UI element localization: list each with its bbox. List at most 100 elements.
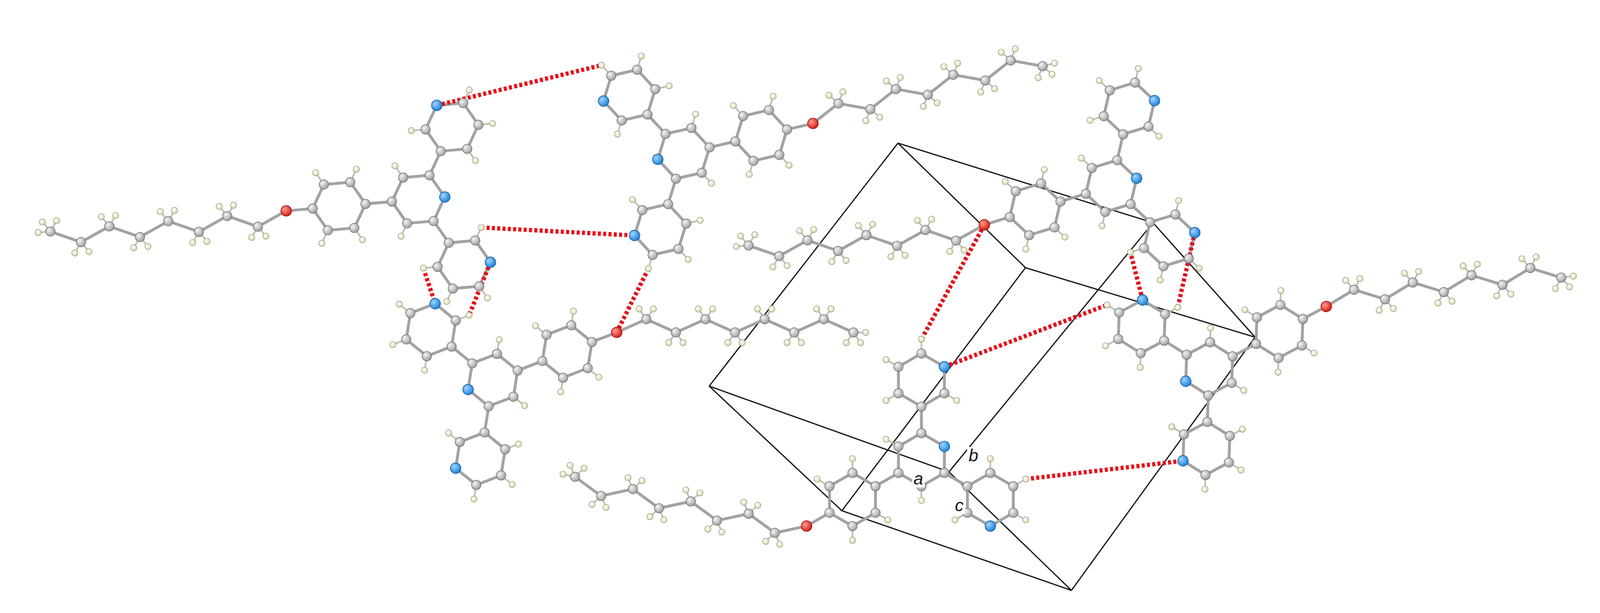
carbon-atom <box>405 308 415 318</box>
carbon-atom <box>1203 390 1214 400</box>
oxygen-atom <box>979 219 990 230</box>
hydrogen-atom <box>1207 324 1215 331</box>
hydrogen-atom <box>1474 260 1481 268</box>
carbon-atom <box>833 245 843 256</box>
hydrogen-atom <box>697 216 704 224</box>
carbon-atom <box>892 240 902 250</box>
carbon-atom <box>1037 61 1047 71</box>
hydrogen-atom <box>478 224 485 231</box>
carbon-atom <box>558 372 568 382</box>
carbon-atom <box>401 334 411 344</box>
carbon-atom <box>1439 286 1449 297</box>
hydrogen-bond <box>944 304 1108 367</box>
hydrogen-atom <box>521 402 529 409</box>
carbon-atom <box>1143 121 1153 131</box>
carbon-atom <box>985 467 995 478</box>
carbon-atom <box>916 401 927 411</box>
carbon-atom <box>848 521 858 531</box>
nitrogen-atom <box>1131 172 1142 184</box>
hydrogen-atom <box>849 536 856 544</box>
hydrogen-bond <box>1025 460 1183 479</box>
nitrogen-atom <box>985 520 996 532</box>
hydrogen-atom <box>887 253 895 260</box>
carbon-atom <box>916 428 927 438</box>
carbon-atom <box>1100 207 1111 217</box>
hydrogen-atom <box>1022 516 1030 523</box>
hydrogen-atom <box>885 516 892 523</box>
hydrogen-atom <box>1237 466 1245 474</box>
hydrogen-atom <box>855 222 862 229</box>
hydrogen-atom <box>869 220 876 228</box>
nitrogen-atom <box>598 95 609 106</box>
oxygen-atom <box>281 205 292 216</box>
hydrogen-atom <box>1532 253 1540 261</box>
hydrogen-atom <box>1202 485 1209 493</box>
carbon-atom <box>480 427 490 437</box>
hydrogen-atom <box>920 103 927 110</box>
carbon-atom <box>1181 349 1192 360</box>
hydrogen-atom <box>704 525 711 533</box>
carbon-atom <box>1184 253 1194 263</box>
carbon-atom <box>748 156 758 166</box>
carbon-atom <box>1224 457 1234 467</box>
hydrogen-atom <box>685 256 692 263</box>
hydrogen-atom <box>739 339 746 346</box>
carbon-atom <box>1005 55 1016 65</box>
hydrogen-atom <box>1508 290 1515 298</box>
carbon-atom <box>492 348 502 359</box>
hydrogen-atom <box>1310 349 1318 357</box>
unit-cell <box>709 142 1256 591</box>
carbon-atom <box>537 356 548 366</box>
hydrogen-atom <box>515 440 522 448</box>
carbon-atom <box>1225 430 1235 441</box>
carbon-atom <box>1228 351 1238 361</box>
carbon-atom <box>1159 335 1169 345</box>
carbon-atom <box>1251 338 1261 349</box>
carbon-atom <box>473 119 484 129</box>
hydrogen-atom <box>1086 117 1094 124</box>
axis-label: c <box>953 496 966 514</box>
carbon-atom <box>951 236 961 246</box>
hydrogen-atom <box>863 117 870 124</box>
hydrogen-atom <box>359 236 366 243</box>
carbon-atom <box>1466 270 1477 280</box>
carbon-atom <box>448 283 458 293</box>
hydrogen-atom <box>746 171 753 178</box>
carbon-atom <box>730 136 740 146</box>
hydrogen-atom <box>509 481 516 488</box>
carbon-atom <box>671 327 681 337</box>
carbon-atom <box>870 507 880 518</box>
hydrogen-atom <box>472 157 479 164</box>
hydrogen-atom <box>1048 71 1056 78</box>
carbon-atom <box>1275 300 1285 310</box>
hydrogen-atom <box>730 102 737 109</box>
carbon-atom <box>447 341 457 352</box>
hydrogen-atom <box>1174 304 1182 311</box>
carbon-atom <box>496 470 506 480</box>
hydrogen-atom <box>396 300 403 308</box>
hydrogen-atom <box>918 496 925 504</box>
carbon-atom <box>704 142 714 152</box>
hydrogen-atom <box>708 179 715 187</box>
carbon-atom <box>1004 212 1015 222</box>
hydrogen-atom <box>39 218 46 226</box>
carbon-atom <box>1298 314 1308 324</box>
hydrogen-atom <box>1390 305 1397 312</box>
hydrogen-atom <box>827 305 835 312</box>
hydrogen-atom <box>934 100 941 107</box>
carbon-atom <box>962 481 972 491</box>
carbon-atom <box>1024 230 1034 240</box>
carbon-atom <box>194 226 204 237</box>
hydrogen-atom <box>987 455 994 462</box>
carbon-atom <box>700 314 710 324</box>
hydrogen-atom <box>783 339 791 346</box>
carbon-atom <box>861 230 872 240</box>
carbon-atom <box>1158 261 1168 271</box>
hydrogen-atom <box>977 89 984 96</box>
unit-cell-edge <box>1025 267 1256 337</box>
carbon-atom <box>1407 277 1418 287</box>
carbon-atom <box>583 363 593 373</box>
hydrogen-atom <box>991 85 998 92</box>
hydrogen-atom <box>719 528 726 536</box>
hydrogen-atom <box>389 341 397 348</box>
